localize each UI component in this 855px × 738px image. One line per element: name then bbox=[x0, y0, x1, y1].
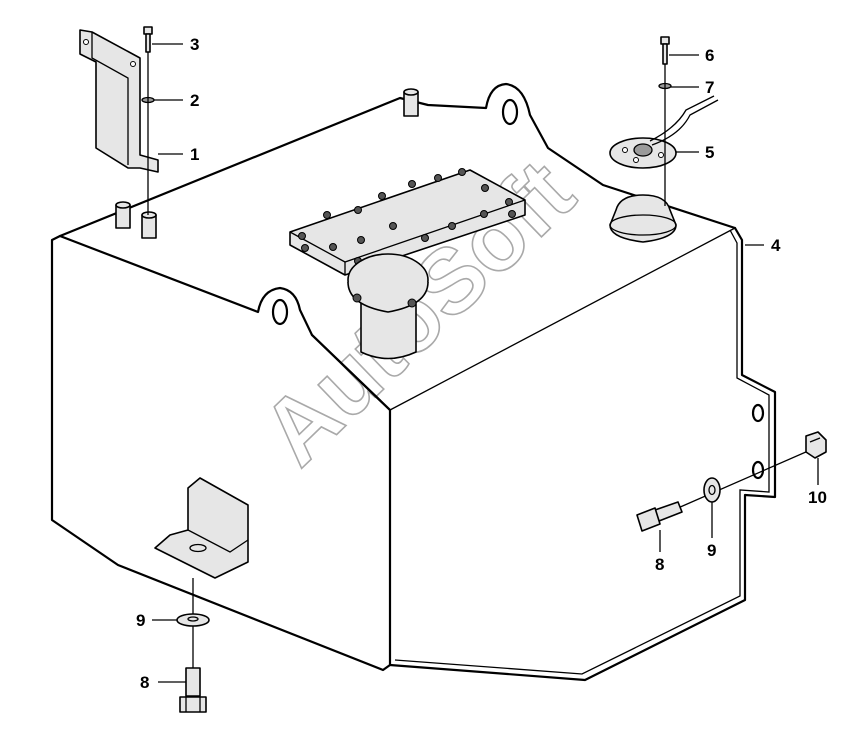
callout-9-right: 9 bbox=[707, 541, 716, 560]
inspection-cover bbox=[289, 168, 526, 276]
callout-3: 3 bbox=[190, 35, 199, 54]
lower-mount-bracket bbox=[154, 477, 249, 579]
right-side-assembly-line bbox=[677, 447, 816, 509]
callout-4: 4 bbox=[771, 236, 781, 255]
callout-1: 1 bbox=[190, 145, 199, 164]
callout-5: 5 bbox=[705, 143, 714, 162]
tank-top-outline bbox=[58, 82, 737, 238]
tank-top-ridge bbox=[389, 227, 736, 411]
lifting-ear-hole-front bbox=[271, 298, 289, 326]
part-9-washer-right bbox=[703, 477, 721, 503]
tank-right-face bbox=[388, 226, 777, 682]
part-1-bracket bbox=[79, 29, 159, 173]
part-8-bolt-right bbox=[636, 501, 683, 532]
part-8-bolt-left bbox=[179, 667, 207, 713]
callout-7: 7 bbox=[705, 78, 714, 97]
callout-2: 2 bbox=[190, 91, 199, 110]
sender-dome bbox=[609, 194, 677, 243]
callout-8-right: 8 bbox=[655, 555, 664, 574]
callout-10: 10 bbox=[808, 488, 827, 507]
part-9-washer-left bbox=[176, 613, 210, 627]
right-flange-hole-upper bbox=[751, 403, 765, 423]
fuel-tank bbox=[50, 82, 777, 682]
callout-9-left: 9 bbox=[136, 611, 145, 630]
right-flange-hole-lower bbox=[751, 460, 765, 480]
part-6-bolt bbox=[660, 36, 670, 65]
tank-front-edge bbox=[310, 333, 392, 412]
part-3-bolt bbox=[143, 26, 153, 53]
callout-6: 6 bbox=[705, 46, 714, 65]
lifting-ear-hole-rear bbox=[501, 98, 519, 126]
cover-bolts bbox=[298, 168, 516, 265]
callout-8-left: 8 bbox=[140, 673, 149, 692]
part-5-sender-unit bbox=[609, 95, 719, 169]
spacer-group bbox=[115, 88, 419, 239]
part-10-nut bbox=[805, 431, 827, 459]
filler-cap bbox=[347, 253, 429, 360]
tank-right-face-inner bbox=[394, 229, 770, 675]
tank-left-face bbox=[50, 234, 392, 672]
